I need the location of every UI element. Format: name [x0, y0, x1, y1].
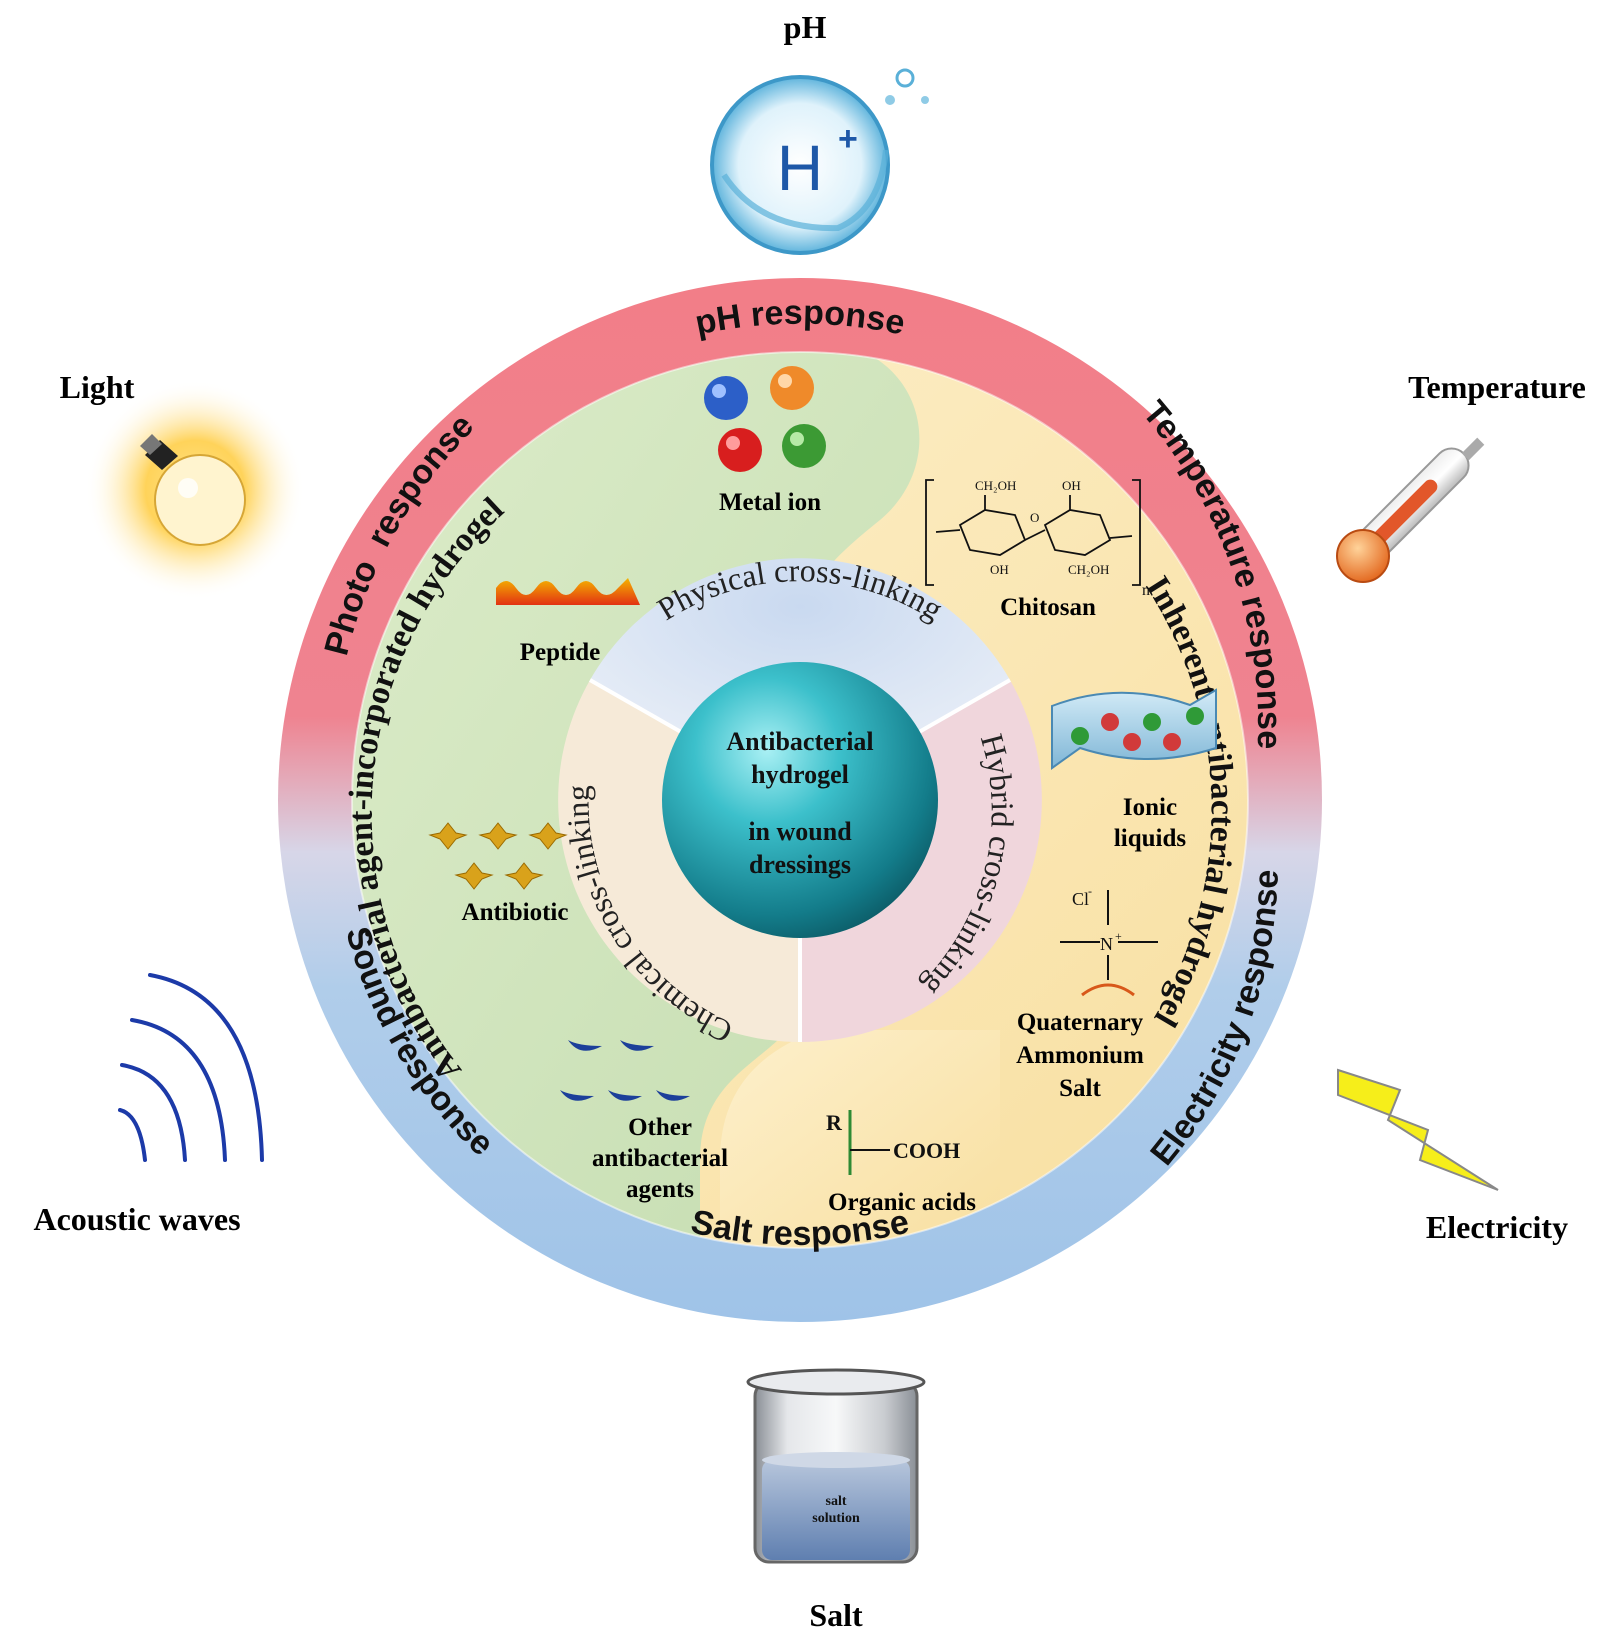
electricity-stimulus-label: Electricity [1426, 1209, 1568, 1245]
ionic-liquids-label-2: liquids [1114, 825, 1187, 852]
quat-n-charge: + [1115, 929, 1122, 943]
metal-ion-label: Metal ion [719, 489, 821, 516]
salt-stimulus-label: Salt [809, 1597, 863, 1633]
quat-label-2: Ammonium [1016, 1042, 1144, 1069]
acid-cooh: COOH [893, 1138, 960, 1163]
peptide-label: Peptide [520, 639, 601, 666]
other-agents-label-3: agents [626, 1176, 694, 1203]
chitosan-o: O [1030, 510, 1039, 525]
chitosan-label: Chitosan [1000, 594, 1096, 621]
quat-cl-charge: - [1088, 884, 1092, 898]
temperature-stimulus-label: Temperature [1408, 369, 1586, 405]
acid-r: R [826, 1110, 843, 1135]
quat-label-1: Quaternary [1017, 1009, 1144, 1036]
thermometer-icon [1336, 437, 1485, 583]
other-agents-label-2: antibacterial [592, 1145, 728, 1172]
ph-bubble-icon [710, 68, 929, 255]
core-line-2: hydrogel [751, 760, 849, 789]
ph-stimulus-label: pH [784, 9, 827, 45]
salt-solution-label-2: solution [812, 1511, 860, 1526]
core-line-4: dressings [749, 850, 851, 879]
core-line-1: Antibacterial [726, 727, 873, 756]
core-line-3: in wound [748, 817, 852, 846]
acoustic-waves-icon [118, 973, 264, 1162]
h-ion-symbol: H [777, 132, 823, 204]
acoustic-stimulus-label: Acoustic waves [33, 1201, 240, 1237]
h-ion-charge: + [838, 120, 858, 158]
salt-solution-label-1: salt [826, 1494, 847, 1509]
light-stimulus-label: Light [60, 369, 135, 405]
chitosan-n: n [1142, 582, 1150, 599]
quat-label-3: Salt [1059, 1075, 1101, 1102]
core-label: Antibacterial hydrogel in wound dressing… [726, 727, 873, 879]
antibiotic-icon [428, 822, 568, 890]
lightning-icon [1337, 1068, 1499, 1191]
antibiotic-label: Antibiotic [462, 899, 569, 926]
ionic-liquids-icon [1051, 688, 1217, 770]
green-bulge-bottom [720, 1030, 1000, 1248]
quaternary-ammonium-icon [1060, 890, 1158, 997]
quat-cl: Cl [1072, 889, 1089, 909]
ionic-liquids-label-1: Ionic [1123, 794, 1177, 821]
chitosan-structure-icon [925, 479, 1141, 586]
light-bulb-icon [85, 380, 305, 600]
other-agents-label-1: Other [628, 1114, 692, 1141]
salt-beaker-icon [746, 1368, 926, 1564]
chitosan-ch2oh-1: CH₂OH [975, 478, 1016, 493]
core-sphere [662, 662, 938, 938]
quat-n: N [1100, 934, 1113, 954]
other-agents-icon [560, 1040, 690, 1101]
chitosan-ch2oh-2: CH₂OH [1068, 562, 1109, 577]
chitosan-labels: CH₂OH OH O OH CH₂OH n [975, 478, 1150, 599]
metal-ion-icon [704, 366, 826, 472]
organic-acids-label: Organic acids [828, 1189, 976, 1216]
chitosan-oh-2: OH [990, 562, 1009, 577]
peptide-icon [496, 578, 640, 605]
organic-acid-icon [848, 1110, 890, 1175]
chitosan-oh-1: OH [1062, 478, 1081, 493]
